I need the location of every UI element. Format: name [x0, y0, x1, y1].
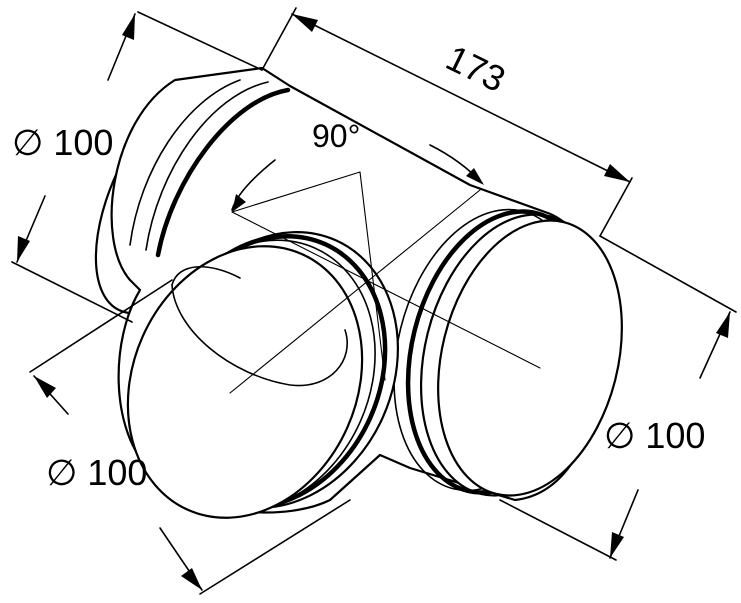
dbl-ext-left: [29, 279, 173, 373]
length-arrow-right: [604, 164, 630, 182]
dtl-arrow-top: [122, 14, 135, 40]
dbl-arrow-bottom: [181, 568, 202, 590]
right-outlet: [393, 208, 623, 497]
dr-ext-top: [599, 235, 737, 313]
dbl-arrow-top: [34, 376, 56, 398]
angle-label: 90°: [312, 118, 360, 154]
angle-arrow-right: [466, 168, 484, 185]
dr-ext-bottom: [499, 499, 617, 561]
right-opening: [437, 219, 623, 497]
branch-ring-thin: [145, 81, 269, 251]
length-ext-left: [261, 7, 297, 71]
angle-ray-a: [231, 171, 361, 213]
branch-ring-heavy: [155, 87, 291, 258]
dbl-label: ∅ 100: [46, 452, 147, 493]
dtl-label: ∅ 100: [12, 122, 113, 163]
inner-branch-edge: [171, 266, 241, 286]
branch-axis-line: [229, 189, 481, 394]
length-label: 173: [440, 37, 512, 100]
length-dim-line: [291, 13, 631, 183]
dtl-ext-top: [137, 11, 263, 71]
diameter-dimension-bottom-left: ∅ 100: [29, 279, 351, 595]
angle-ray-b: [359, 171, 386, 381]
diameter-dimension-right: ∅ 100: [499, 235, 737, 561]
dtl-arrow-bottom: [17, 236, 30, 262]
diameter-dimension-top-left: ∅ 100: [11, 11, 263, 323]
angle-dimension: 90°: [231, 118, 484, 212]
dtl-ext-bottom: [11, 261, 133, 323]
inner-branch-opening: [171, 284, 348, 387]
length-arrow-left: [292, 14, 318, 32]
branch-ring-inner: [129, 79, 241, 246]
main-axis-line: [231, 211, 541, 369]
dr-arrow-top: [716, 312, 730, 338]
dbl-ext-right: [199, 499, 351, 595]
left-opening: [126, 245, 364, 519]
length-ext-right: [599, 177, 633, 237]
left-inlet: [126, 231, 399, 519]
dr-arrow-bottom: [610, 532, 624, 558]
center-lines: [229, 171, 541, 394]
dr-label: ∅ 100: [604, 415, 705, 456]
angle-arrow-left: [232, 194, 246, 212]
